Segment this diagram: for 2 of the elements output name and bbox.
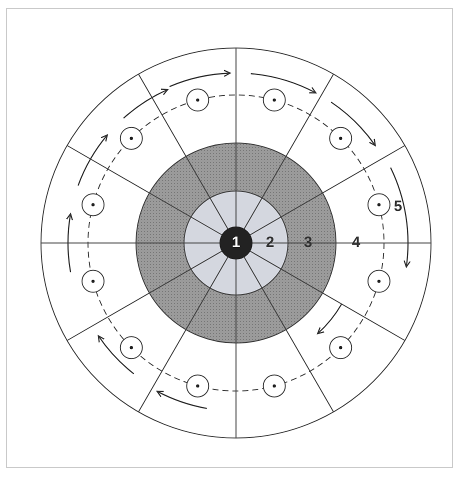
callout-number: 5 [394,199,402,215]
callout-number: 1 [232,235,240,251]
